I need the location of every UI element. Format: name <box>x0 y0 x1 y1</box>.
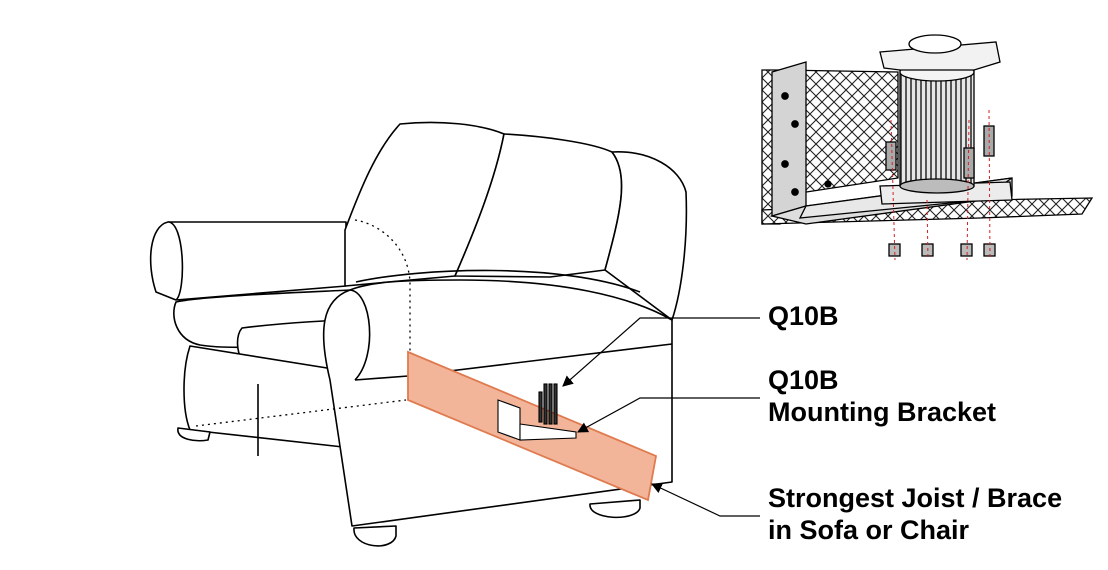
front-left-foot <box>177 427 211 442</box>
back-frame-right <box>604 151 688 321</box>
device-callout: Q10B <box>768 300 839 332</box>
front-right-foot <box>353 525 397 547</box>
leader-joist <box>651 483 760 517</box>
joist-label-line1: Strongest Joist / Brace <box>768 483 1063 513</box>
leader-device <box>562 317 760 387</box>
detail-device-icon <box>899 69 975 187</box>
left-arm-roll <box>167 221 184 301</box>
bolt-2 <box>963 147 975 179</box>
detail-inset <box>761 34 1094 257</box>
bracket-callout: Q10B Mounting Bracket <box>768 364 996 428</box>
bolt-axis-lines <box>890 109 991 261</box>
device-label: Q10B <box>768 301 839 331</box>
bolt-1 <box>885 141 897 171</box>
nut-3 <box>960 243 973 257</box>
right-arm-roll <box>349 289 371 381</box>
mini-mounting-assembly <box>497 383 577 441</box>
joist-callout: Strongest Joist / Brace in Sofa or Chair <box>768 482 1062 546</box>
angle-plate-vertical <box>771 61 807 217</box>
bracket-label-line2: Mounting Bracket <box>768 397 997 427</box>
joist-label-line2: in Sofa or Chair <box>768 515 970 545</box>
bracket-label-line1: Q10B <box>768 365 839 395</box>
right-arm-top <box>355 269 641 293</box>
nut-1 <box>888 243 901 257</box>
leader-bracket <box>577 397 760 433</box>
back-right-foot <box>589 499 641 519</box>
leader-lines <box>562 317 760 517</box>
